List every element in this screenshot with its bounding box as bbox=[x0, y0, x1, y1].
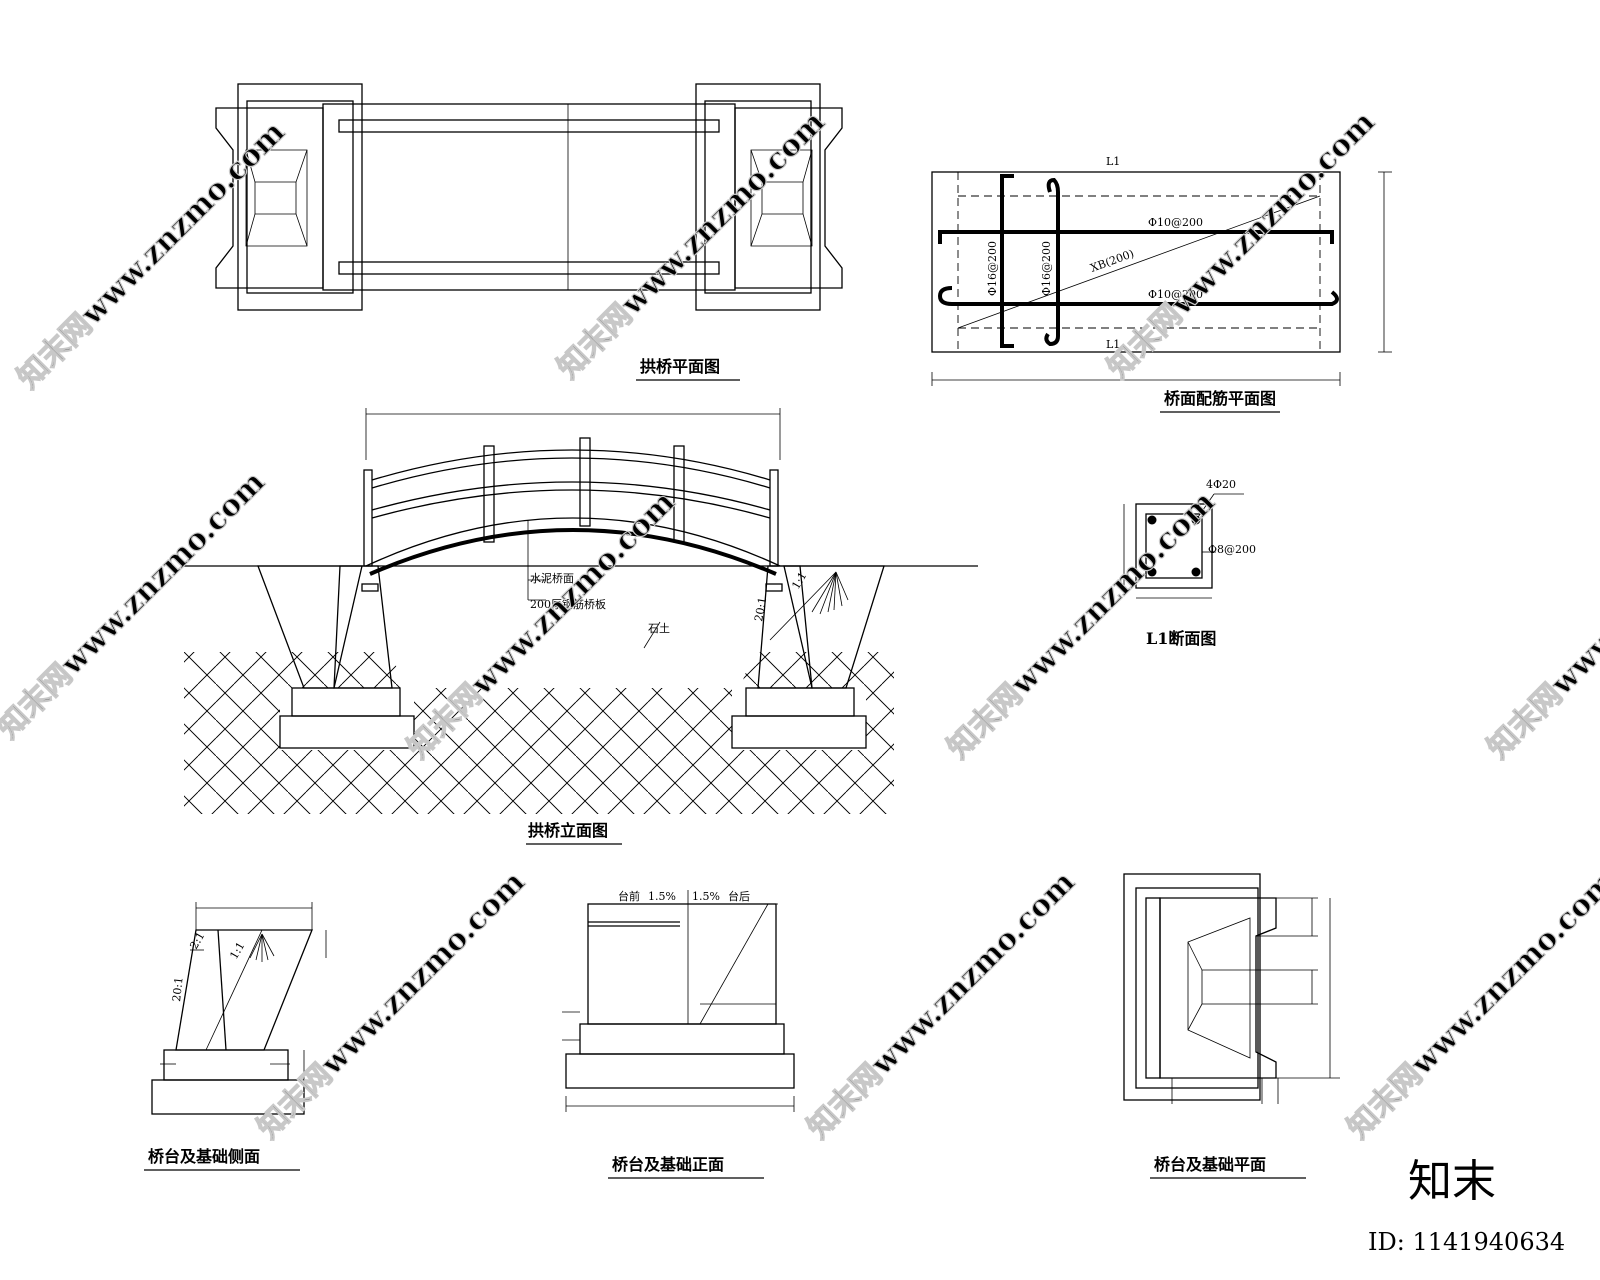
bar-v1-label: Φ16@200 bbox=[986, 241, 999, 296]
stirrup-label: Φ8@200 bbox=[1208, 543, 1256, 556]
abutment-plan-view: 桥台及基础平面 bbox=[1123, 873, 1340, 1179]
abut-plan-title: 桥台及基础平面 bbox=[1154, 1155, 1266, 1174]
elevation-title: 拱桥立面图 bbox=[528, 821, 608, 840]
image-id-label: ID: 1141940634 bbox=[1368, 1228, 1565, 1256]
elev-slope-b: 1:1 bbox=[789, 570, 809, 592]
l1-section-title: L1断面图 bbox=[1146, 629, 1216, 648]
abut-front-title: 桥台及基础正面 bbox=[612, 1155, 724, 1174]
elev-slope-a: 20:1 bbox=[752, 596, 769, 623]
side-slope-c: 2:1 bbox=[187, 930, 207, 952]
l1-bottom-label: L1 bbox=[1106, 338, 1120, 351]
watermark-1: 知末网www.znzmo.com bbox=[11, 114, 292, 395]
bar-bottom-label: Φ10@200 bbox=[1148, 288, 1203, 301]
watermark-10: 知末网www.znzmo.com bbox=[1341, 864, 1600, 1145]
abutment-side-view: 20:1 1:1 2:1 桥台及基础侧面 bbox=[144, 902, 327, 1171]
deck-rebar-plan: L1 L1 Φ10@200 Φ10@200 XB(200) Φ16@200 Φ1… bbox=[931, 155, 1392, 413]
bar-v2-label: Φ16@200 bbox=[1040, 241, 1053, 296]
front-label-left: 台前 bbox=[618, 889, 640, 903]
l1-section: 4Φ20 Φ8@200 L1断面图 bbox=[1123, 478, 1256, 648]
fill-note: 石土 bbox=[648, 622, 670, 635]
watermark-2: 知末网www.znzmo.com bbox=[551, 104, 832, 385]
l1-top-label: L1 bbox=[1106, 155, 1120, 168]
main-bars-label: 4Φ20 bbox=[1206, 478, 1236, 491]
slab-note: 200厚钢筋桥板 bbox=[530, 597, 606, 611]
side-slope-b: 1:1 bbox=[227, 940, 247, 962]
side-slope-a: 20:1 bbox=[170, 976, 186, 1002]
rebar-plan-title: 桥面配筋平面图 bbox=[1164, 389, 1276, 408]
watermark-9: 知末网www.znzmo.com bbox=[801, 864, 1082, 1145]
brand-logo: 知末 bbox=[1408, 1156, 1496, 1207]
front-label-right: 台后 bbox=[728, 889, 750, 903]
front-slope-left: 1.5% bbox=[648, 890, 676, 903]
watermark-7: 知末网www.znzmo.com bbox=[1481, 484, 1600, 765]
watermark-8: 知末网www.znzmo.com bbox=[251, 864, 532, 1145]
bar-diag-label: XB(200) bbox=[1089, 247, 1136, 275]
abut-side-title: 桥台及基础侧面 bbox=[148, 1147, 260, 1166]
front-slope-right: 1.5% bbox=[692, 890, 720, 903]
bar-top-label: Φ10@200 bbox=[1148, 216, 1203, 229]
abutment-front-view: 台前 1.5% 1.5% 台后 桥台及基础正面 bbox=[562, 889, 795, 1179]
bridge-elevation: 水泥桥面 200厚钢筋桥板 石土 20:1 1:1 拱桥立面图 bbox=[184, 408, 978, 845]
deck-note: 水泥桥面 bbox=[530, 572, 574, 585]
watermark-6: 知末网www.znzmo.com bbox=[941, 484, 1222, 765]
plan-title: 拱桥平面图 bbox=[640, 357, 720, 376]
bridge-plan-view: 拱桥平面图 bbox=[215, 83, 843, 381]
